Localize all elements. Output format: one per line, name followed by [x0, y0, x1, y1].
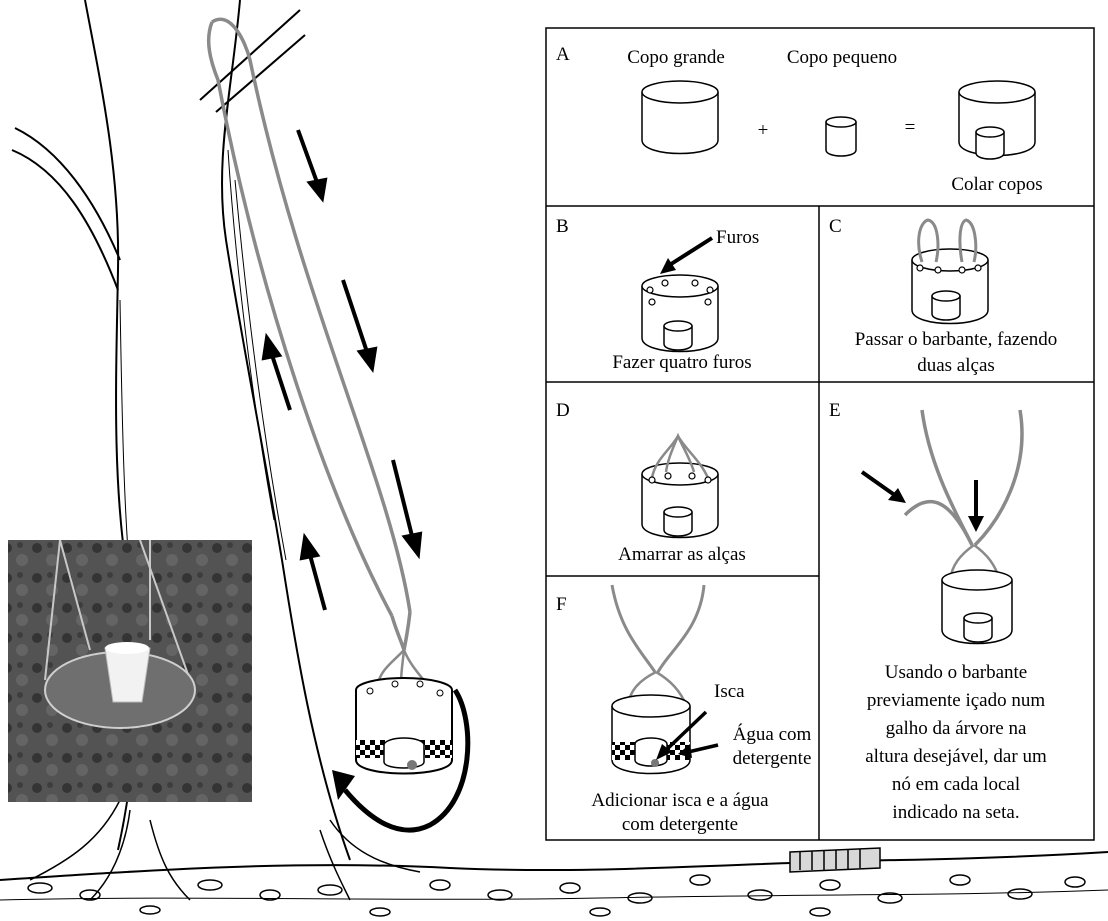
ground-line	[0, 852, 1108, 900]
panel-d-caption: Amarrar as alças	[618, 544, 746, 565]
panel-c-letter: C	[829, 216, 842, 237]
panel-a-letter: A	[556, 44, 570, 65]
panel-c-caption-line1: Passar o barbante, fazendo	[855, 329, 1058, 350]
panel-f-letter: F	[556, 594, 567, 615]
water-label-line1: Água com	[733, 723, 812, 745]
bait-label: Isca	[714, 681, 745, 702]
small-cup	[826, 117, 856, 156]
arrow-down-1	[298, 130, 325, 198]
panel-b-caption: Fazer quatro furos	[612, 352, 751, 373]
panel-e-caption-line6: indicado na seta.	[892, 802, 1019, 823]
arrow-up-2	[302, 538, 325, 610]
holes-label: Furos	[716, 227, 759, 248]
equals-sign: =	[905, 117, 916, 138]
small-cup-label: Copo pequeno	[787, 47, 897, 68]
arrow-down-2	[343, 280, 375, 368]
panel-e-caption-line3: galho da árvore na	[886, 718, 1027, 739]
panel-f-caption-line1: Adicionar isca e a água	[591, 790, 769, 811]
big-cup	[642, 81, 718, 154]
panel-c-caption-line2: duas alças	[917, 355, 995, 376]
panel-e-letter: E	[829, 400, 841, 421]
plus-sign: +	[758, 120, 769, 141]
panel-b-letter: B	[556, 216, 569, 237]
arrow-down-3	[393, 460, 420, 554]
panel-e-caption-line5: nó em cada local	[892, 774, 1020, 795]
big-cup-label: Copo grande	[627, 47, 725, 68]
panel-e-caption-line1: Usando o barbante	[885, 662, 1027, 683]
water-label-line2: detergente	[733, 748, 812, 769]
panel-f-caption-line2: com detergente	[622, 814, 738, 835]
hanging-trap	[356, 678, 452, 774]
trap-photo	[8, 540, 252, 802]
panel-d-letter: D	[556, 400, 570, 421]
panel-e-caption-line2: previamente içado num	[867, 690, 1046, 711]
panel-e-caption-line4: altura desejável, dar um	[865, 746, 1047, 767]
direction-arrows	[264, 130, 420, 610]
glued-cups-label: Colar copos	[951, 174, 1042, 195]
ground-log	[790, 848, 880, 872]
glued-cups	[959, 81, 1035, 159]
